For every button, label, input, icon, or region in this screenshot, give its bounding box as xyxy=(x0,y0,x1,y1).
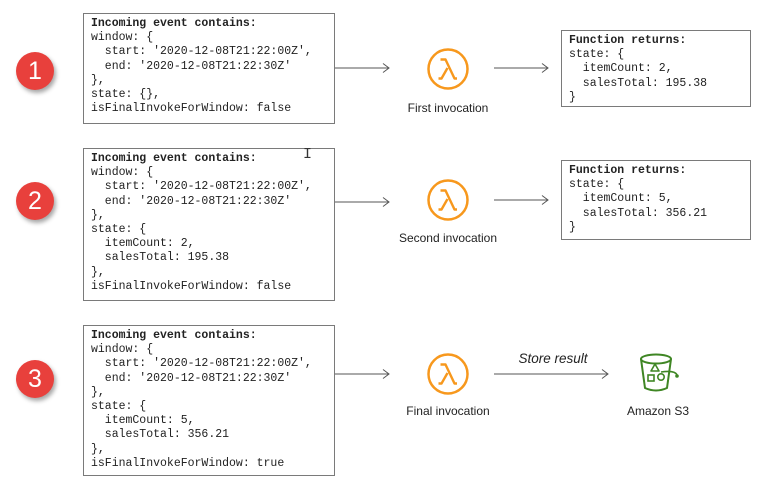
arrow-lambda-to-s3 xyxy=(494,369,609,379)
incoming-event-header: Incoming event contains: xyxy=(91,17,257,30)
text-cursor-icon: I xyxy=(303,146,313,163)
amazon-s3-label: Amazon S3 xyxy=(626,404,690,418)
step-badge-2: 2 xyxy=(16,182,54,220)
incoming-event-box-1: Incoming event contains: window: { start… xyxy=(83,13,335,124)
arrow-event-to-lambda-2 xyxy=(335,197,390,207)
incoming-event-body: window: { start: '2020-12-08T21:22:00Z',… xyxy=(91,31,312,116)
invocation-label-1: First invocation xyxy=(407,101,489,115)
arrow-event-to-lambda-3 xyxy=(335,369,390,379)
incoming-event-box-3: Incoming event contains: window: { start… xyxy=(83,325,335,476)
function-returns-box-2: Function returns: state: { itemCount: 5,… xyxy=(561,160,751,240)
store-result-label: Store result xyxy=(518,351,588,366)
function-returns-header: Function returns: xyxy=(569,34,687,47)
incoming-event-header: Incoming event contains: xyxy=(91,152,257,165)
function-returns-body: state: { itemCount: 2, salesTotal: 195.3… xyxy=(569,48,708,104)
step-badge-1: 1 xyxy=(16,52,54,90)
invocation-label-2: Second invocation xyxy=(398,231,498,245)
step-badge-3: 3 xyxy=(16,360,54,398)
function-returns-box-1: Function returns: state: { itemCount: 2,… xyxy=(561,30,751,107)
arrow-lambda-to-returns-2 xyxy=(494,195,549,205)
invocation-label-3: Final invocation xyxy=(406,404,490,418)
arrow-lambda-to-returns-1 xyxy=(494,63,549,73)
s3-bucket-icon xyxy=(640,353,679,392)
lambda-icon xyxy=(427,353,469,395)
lambda-icon xyxy=(427,179,469,221)
incoming-event-box-2: Incoming event contains: window: { start… xyxy=(83,148,335,301)
function-returns-body: state: { itemCount: 5, salesTotal: 356.2… xyxy=(569,178,708,234)
incoming-event-body: window: { start: '2020-12-08T21:22:00Z',… xyxy=(91,343,312,470)
lambda-icon xyxy=(427,48,469,90)
arrow-event-to-lambda-1 xyxy=(335,63,390,73)
function-returns-header: Function returns: xyxy=(569,164,687,177)
incoming-event-header: Incoming event contains: xyxy=(91,329,257,342)
incoming-event-body: window: { start: '2020-12-08T21:22:00Z',… xyxy=(91,166,312,293)
